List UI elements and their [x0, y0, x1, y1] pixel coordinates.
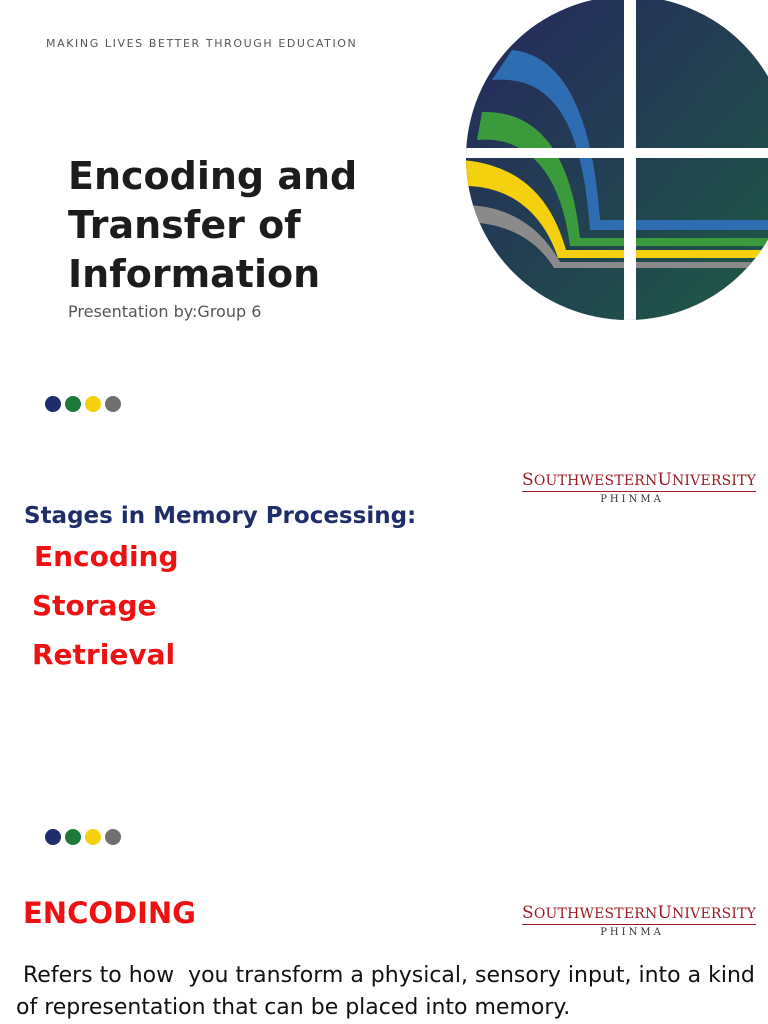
title-slide: MAKING LIVES BETTER THROUGH EDUCATION En…: [0, 0, 768, 450]
dot-icon: [65, 829, 81, 845]
dot-icon: [105, 396, 121, 412]
university-logo: SOUTHWESTERNUNIVERSITY PHINMA: [522, 903, 757, 938]
dot-icon: [65, 396, 81, 412]
encoding-heading: ENCODING: [23, 896, 196, 930]
title-line-2: Transfer of: [68, 203, 301, 247]
decorative-dots: [45, 829, 121, 845]
tagline: MAKING LIVES BETTER THROUGH EDUCATION: [46, 37, 358, 50]
university-name: SOUTHWESTERNUNIVERSITY: [522, 903, 757, 925]
page-title: Encoding and Transfer of Information: [68, 152, 398, 299]
university-subtitle: PHINMA: [600, 494, 664, 505]
subtitle: Presentation by:Group 6: [68, 302, 262, 321]
encoding-definition: Refers to how you transform a physical, …: [16, 963, 762, 1020]
stage-storage: Storage: [32, 589, 157, 622]
dot-icon: [85, 829, 101, 845]
university-logo: SOUTHWESTERNUNIVERSITY PHINMA: [522, 470, 757, 505]
stage-retrieval: Retrieval: [32, 638, 176, 671]
stages-slide: SOUTHWESTERNUNIVERSITY PHINMA Stages in …: [0, 450, 768, 870]
university-subtitle: PHINMA: [600, 927, 664, 938]
title-line-3: Information: [68, 252, 321, 296]
dot-icon: [85, 396, 101, 412]
dot-icon: [105, 829, 121, 845]
stages-heading: Stages in Memory Processing:: [24, 503, 417, 529]
university-name: SOUTHWESTERNUNIVERSITY: [522, 470, 757, 492]
dot-icon: [45, 829, 61, 845]
encoding-slide: ENCODING SOUTHWESTERNUNIVERSITY PHINMA R…: [0, 870, 768, 1024]
university-emblem-icon: [466, 0, 768, 320]
title-line-1: Encoding and: [68, 154, 358, 198]
decorative-dots: [45, 396, 121, 412]
stage-encoding: Encoding: [34, 540, 179, 573]
dot-icon: [45, 396, 61, 412]
